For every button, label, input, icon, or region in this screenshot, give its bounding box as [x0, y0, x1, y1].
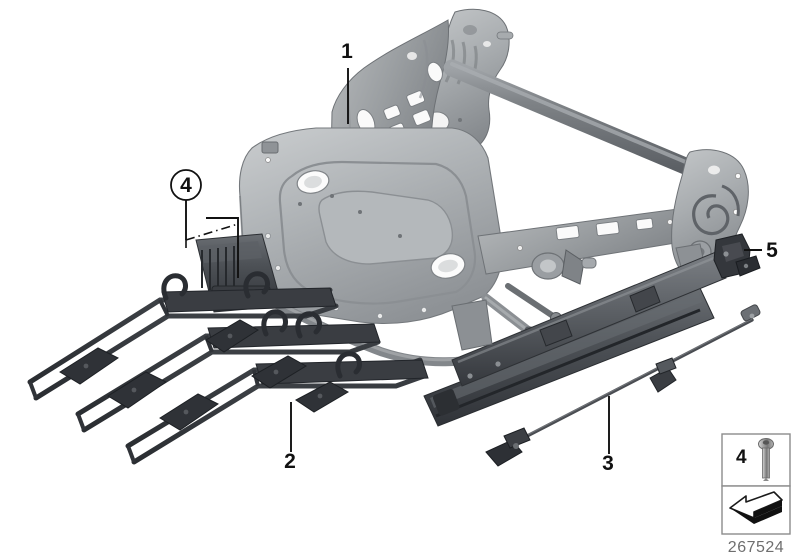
direction-arrow-icon: [729, 491, 783, 524]
rod-end-lever: [485, 427, 531, 467]
pan-front-tab: [451, 299, 493, 351]
callout-1: 1: [341, 40, 353, 124]
diagram-part-number: 267524: [728, 539, 784, 556]
rod-end-connector: [740, 304, 761, 322]
seat-rail-right: [423, 251, 727, 427]
callout-2-label: 2: [284, 450, 296, 473]
callout-4-label: 4: [180, 174, 192, 197]
small-black-bracket: [713, 233, 761, 279]
legend-screw-quantity: 4: [736, 447, 747, 468]
cross-tube: [443, 59, 699, 177]
callout-2: 2: [284, 402, 296, 473]
legend-panel: 4 267524: [721, 433, 791, 556]
socket-head-cap-screw-icon: [758, 438, 774, 481]
rear-cross-beam: [477, 205, 707, 275]
callout-3: 3: [602, 396, 614, 475]
legend-screw-cell: [721, 433, 791, 487]
seat-frame-assembly: [195, 8, 749, 427]
seat-pan-panel: [238, 127, 503, 324]
callout-4: 4: [170, 169, 239, 278]
callout-3-label: 3: [602, 452, 614, 475]
release-rod-linkage: [485, 304, 761, 467]
callout-5: 5: [744, 239, 778, 262]
callout-1-label: 1: [341, 40, 353, 63]
rod-mid-clip: [649, 357, 677, 393]
spring-mat-assembly: [27, 271, 429, 465]
callout-5-label: 5: [766, 239, 778, 262]
